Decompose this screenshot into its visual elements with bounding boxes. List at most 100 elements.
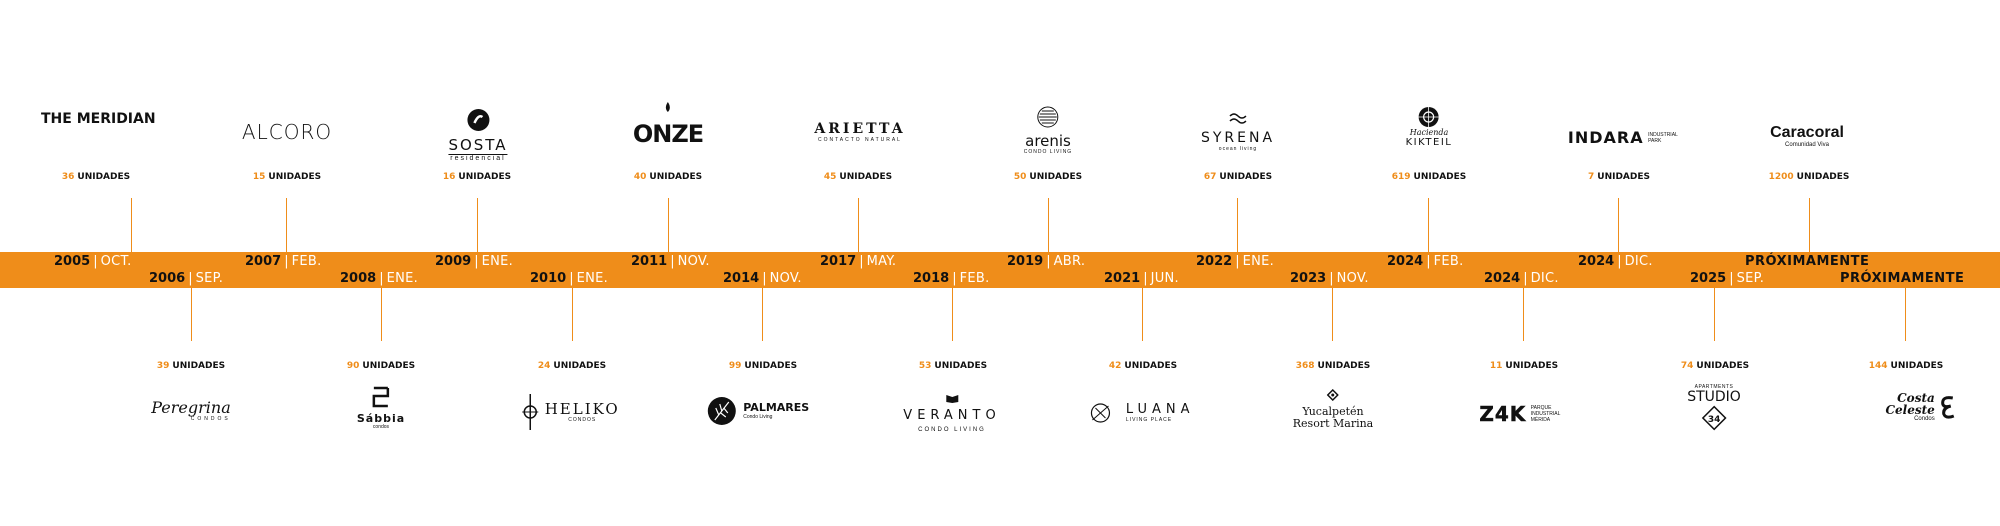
- heliko-sun-icon: [522, 394, 539, 430]
- connector-line: [572, 288, 573, 341]
- logo-costa-celeste: Costa Celeste Condos: [1857, 392, 1957, 422]
- brand-name: THE MERIDIAN: [41, 111, 156, 127]
- date-label: 2019|ABR.: [1007, 254, 1086, 269]
- brand-name: KIKTEIL: [1405, 137, 1453, 148]
- logo-alcoro: ALCORO: [242, 120, 332, 144]
- connector-line: [131, 198, 132, 252]
- logo-indara: INDARA INDUSTRIAL PARK: [1568, 128, 1684, 147]
- date-label: 2014|NOV.: [723, 271, 802, 286]
- date-label: 2009|ENE.: [435, 254, 514, 269]
- arenis-wave-icon: [1037, 106, 1059, 128]
- syrena-wave-icon: [1229, 113, 1247, 124]
- brand-name: Costa Celeste: [1885, 391, 1935, 417]
- date-label: 2006|SEP.: [149, 271, 224, 286]
- date-label: PRÓXIMAMENTE: [1745, 254, 1870, 269]
- logo-palmares: PALMARES Condo Living: [707, 396, 809, 426]
- brand-subtitle: INDUSTRIAL PARK: [1648, 131, 1678, 144]
- studio-34-badge-icon: 34: [1701, 405, 1727, 431]
- logo-arenis: arenis CONDO LIVING: [1024, 106, 1072, 155]
- timeline-band: [0, 252, 2000, 288]
- palm-leaf-icon: [707, 397, 736, 425]
- brand-name: PALMARES: [743, 401, 810, 414]
- connector-line: [1523, 288, 1524, 341]
- brand-name: Yucalpetén: [1302, 405, 1364, 418]
- yucalpeten-shell-icon: [1326, 388, 1340, 402]
- date-label: 2025|SEP.: [1690, 271, 1765, 286]
- brand-name: arenis: [1025, 132, 1071, 150]
- date-label: 2024|DIC.: [1484, 271, 1559, 286]
- brand-name: HELIKO: [544, 399, 620, 418]
- logo-heliko: HELIKO CONDOS: [520, 394, 619, 430]
- logo-arietta: ARIETTA CONTACTO NATURAL: [814, 122, 905, 144]
- logo-sosta: SOSTA residencial: [448, 108, 508, 162]
- brand-name: Sábbia: [356, 412, 406, 425]
- brand-name: SYRENA: [1200, 130, 1276, 146]
- date-label: 2007|FEB.: [245, 254, 322, 269]
- logo-luana: LUANA LIVING PLACE: [1089, 402, 1194, 424]
- connector-line: [1905, 288, 1906, 341]
- brand-subtitle: residencial: [448, 154, 508, 162]
- brand-subtitle: CONDOS: [568, 416, 597, 423]
- date-label: PRÓXIMAMENTE: [1840, 271, 1965, 286]
- connector-line: [477, 198, 478, 252]
- date-label: 2024|FEB.: [1387, 254, 1464, 269]
- connector-line: [858, 198, 859, 252]
- logo-z4k: Z4K PARQUE INDUSTRIAL MÉRIDA: [1479, 402, 1564, 427]
- connector-line: [762, 288, 763, 341]
- brand-subtitle: CONDO LIVING: [918, 427, 986, 433]
- brand-name: Peregrina: [151, 398, 231, 417]
- brand-subtitle: ocean living: [1218, 146, 1258, 152]
- date-label: 2010|ENE.: [530, 271, 609, 286]
- onze-flame-icon: [665, 102, 670, 112]
- brand-subtitle: Condo Living: [743, 414, 773, 420]
- brand-name: Z4K: [1479, 402, 1527, 427]
- connector-line: [1142, 288, 1143, 341]
- connector-line: [668, 198, 669, 252]
- hacienda-emblem-icon: [1419, 107, 1439, 127]
- brand-subtitle: condos: [372, 424, 390, 430]
- connector-line: [1714, 288, 1715, 341]
- connector-line: [191, 288, 192, 341]
- costa-celeste-swirl-icon: [1941, 396, 1955, 419]
- logo-yucalpeten: Yucalpetén Resort Marina: [1293, 388, 1373, 430]
- connector-line: [381, 288, 382, 341]
- logo-syrena: SYRENA ocean living: [1201, 112, 1275, 152]
- date-label: 2008|ENE.: [340, 271, 419, 286]
- brand-name: STUDIO: [1687, 389, 1741, 405]
- logo-caracoral: Caracoral Comunidad Viva: [1770, 124, 1844, 149]
- date-label: 2017|MAY.: [820, 254, 897, 269]
- logo-sabbia: Sábbia condos: [357, 386, 405, 430]
- connector-line: [1332, 288, 1333, 341]
- connector-line: [1428, 198, 1429, 252]
- connector-line: [286, 198, 287, 252]
- brand-subtitle: Hacienda: [1409, 128, 1449, 137]
- brand-subtitle: LIVING PLACE: [1125, 417, 1173, 423]
- date-label: 2024|DIC.: [1578, 254, 1653, 269]
- connector-line: [952, 288, 953, 341]
- brand-name: SOSTA: [448, 136, 508, 154]
- sabbia-mark-icon: [372, 386, 390, 408]
- brand-name: LUANA: [1125, 402, 1195, 417]
- logo-veranto: VERANTO CONDO LIVING: [903, 390, 1000, 433]
- brand-subtitle: CONTACTO NATURAL: [818, 137, 902, 143]
- brand-name: ALCORO: [241, 120, 333, 144]
- logo-the-meridian: THE MERIDIAN: [41, 111, 156, 127]
- date-label: 2021|JUN.: [1104, 271, 1179, 286]
